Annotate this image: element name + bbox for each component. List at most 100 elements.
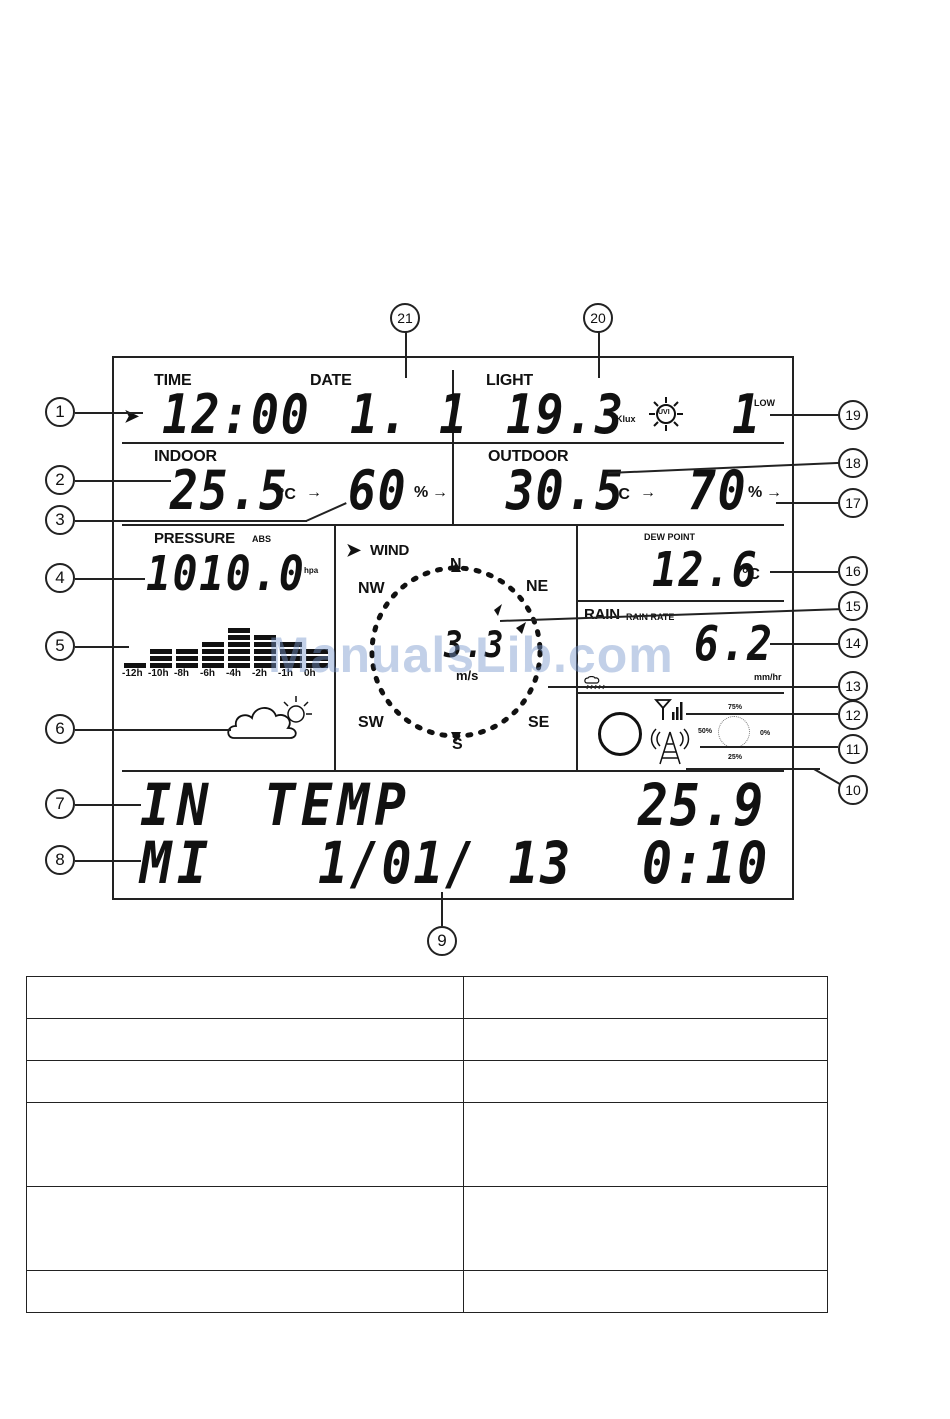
leader-line xyxy=(776,502,838,504)
callout-7: 7 xyxy=(45,789,75,819)
pressure-history-bar xyxy=(280,640,302,668)
leader-line xyxy=(75,804,141,806)
signal-strength-icon xyxy=(654,698,686,722)
leader-line xyxy=(770,571,838,573)
text-line-2-middle: 1/01/ 13 xyxy=(318,829,573,897)
outdoor-humidity-value: 70 xyxy=(688,459,748,522)
callout-1: 1 xyxy=(45,397,75,427)
table-cell xyxy=(25,1060,465,1103)
leader-line xyxy=(770,414,838,416)
callout-15: 15 xyxy=(838,591,868,621)
callout-4: 4 xyxy=(45,563,75,593)
callout-20: 20 xyxy=(583,303,613,333)
divider xyxy=(576,692,784,694)
watermark: ManualsLib.com xyxy=(268,627,674,683)
compass-sw: SW xyxy=(358,714,384,731)
divider xyxy=(122,524,784,526)
leader-line xyxy=(405,332,407,378)
forecast-partly-cloudy-icon xyxy=(226,692,316,744)
moon-pct-right: 0% xyxy=(760,730,771,737)
trend-arrow-icon: → xyxy=(432,484,448,501)
pressure-history-bar xyxy=(254,633,276,668)
trend-arrow-icon: → xyxy=(640,484,656,501)
pressure-history-tick: -10h xyxy=(148,668,169,679)
outdoor-temp-unit: °C xyxy=(612,486,630,503)
pointer-arrow-icon: ➤ xyxy=(124,406,140,426)
outdoor-label: OUTDOOR xyxy=(488,448,569,465)
moon-pct-bottom: 25% xyxy=(728,754,743,761)
leader-line xyxy=(548,686,838,688)
moon-percentage-ring xyxy=(718,716,750,748)
pressure-history-bar xyxy=(176,647,198,668)
light-label: LIGHT xyxy=(486,372,533,389)
leader-line xyxy=(75,646,129,648)
moon-pct-left: 50% xyxy=(698,728,713,735)
trend-arrow-icon: → xyxy=(766,484,782,501)
compass-n: N xyxy=(450,556,462,573)
table-row xyxy=(25,1060,828,1103)
pressure-mode: ABS xyxy=(252,534,272,544)
callout-3: 3 xyxy=(45,505,75,535)
table-cell xyxy=(463,1186,828,1271)
text-line-1-middle: TEMP xyxy=(264,771,412,839)
wind-compass xyxy=(336,524,576,770)
date-label: DATE xyxy=(310,372,352,389)
dew-point-unit: °C xyxy=(742,566,760,583)
leader-line xyxy=(75,412,143,414)
leader-line xyxy=(75,729,231,731)
date-value: 1. 1 xyxy=(350,383,469,446)
trend-arrow-icon: → xyxy=(306,484,322,501)
wind-speed-unit: m/s xyxy=(456,668,479,683)
uvi-level: LOW xyxy=(754,398,775,408)
uvi-value: 1 xyxy=(732,383,762,446)
time-label: TIME xyxy=(154,372,192,389)
pressure-history-tick: -6h xyxy=(200,668,215,679)
compass-se: SE xyxy=(528,714,550,731)
compass-s: S xyxy=(452,736,463,753)
compass-ne: NE xyxy=(526,578,549,595)
callout-16: 16 xyxy=(838,556,868,586)
pressure-unit: hpa xyxy=(304,566,319,575)
leader-line xyxy=(75,860,141,862)
wind-arrow-icon: ➤ xyxy=(346,540,362,560)
table-cell xyxy=(463,1270,828,1313)
table-cell xyxy=(463,976,828,1019)
light-value: 19.3 xyxy=(506,383,625,446)
table-cell xyxy=(25,976,465,1019)
pressure-history-bar xyxy=(202,640,224,668)
pressure-history-tick: -2h xyxy=(252,668,267,679)
table-cell xyxy=(25,1270,465,1313)
callout-2: 2 xyxy=(45,465,75,495)
table-row xyxy=(25,976,828,1019)
leader-line xyxy=(75,520,307,522)
table-cell xyxy=(463,1102,828,1187)
time-value: 12:00 xyxy=(162,383,311,446)
callout-19: 19 xyxy=(838,400,868,430)
wind-speed-value: 3.3 xyxy=(444,625,506,666)
outdoor-temp-value: 30.5 xyxy=(506,459,625,522)
pressure-history-bar xyxy=(228,626,250,668)
leader-line xyxy=(75,578,145,580)
callout-17: 17 xyxy=(838,488,868,518)
divider xyxy=(576,600,784,602)
callout-12: 12 xyxy=(838,700,868,730)
compass-nw: NW xyxy=(358,580,385,597)
leader-line xyxy=(75,480,171,482)
callout-13: 13 xyxy=(838,671,868,701)
lcd-display-diagram: TIME DATE ➤ 12:00 1. 1 LIGHT 19.3 Klux U… xyxy=(112,356,794,900)
callout-18: 18 xyxy=(838,448,868,478)
callout-14: 14 xyxy=(838,628,868,658)
table-cell xyxy=(25,1186,465,1271)
leader-line xyxy=(598,332,600,378)
pressure-history-tick: -12h xyxy=(122,668,143,679)
pressure-history-tick: -4h xyxy=(226,668,241,679)
callout-11: 11 xyxy=(838,734,868,764)
rain-label: RAIN xyxy=(584,606,620,623)
pressure-history-bar xyxy=(124,661,146,668)
table-cell xyxy=(25,1102,465,1187)
transmitter-tower-icon xyxy=(650,726,690,766)
uv-icon-text: UVI xyxy=(658,409,670,416)
moon-pct-top: 75% xyxy=(728,704,743,711)
wind-label: WIND xyxy=(370,542,410,559)
